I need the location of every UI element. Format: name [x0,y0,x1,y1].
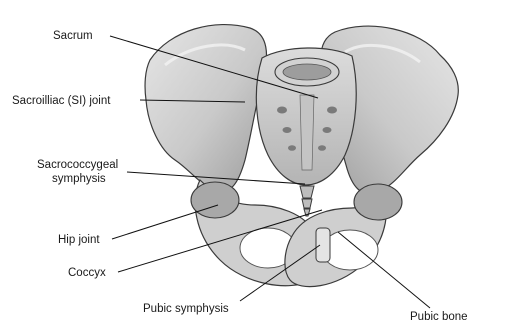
label-coccyx: Coccyx [68,266,106,280]
label-sacrococcygeal-1: Sacrococcygeal [37,158,118,172]
label-pubic-symphysis: Pubic symphysis [143,302,229,316]
coccyx [300,186,314,198]
label-sacrococcygeal-2: symphysis [52,172,106,186]
label-pubic-bone: Pubic bone [410,310,468,324]
right-acetabulum [354,184,402,220]
left-acetabulum [191,182,239,218]
label-hip-joint: Hip joint [58,233,100,247]
label-si-joint: Sacroilliac (SI) joint [12,94,110,108]
label-sacrum: Sacrum [53,29,93,43]
left-ilium [145,25,266,192]
pubic-symphysis [316,228,330,262]
